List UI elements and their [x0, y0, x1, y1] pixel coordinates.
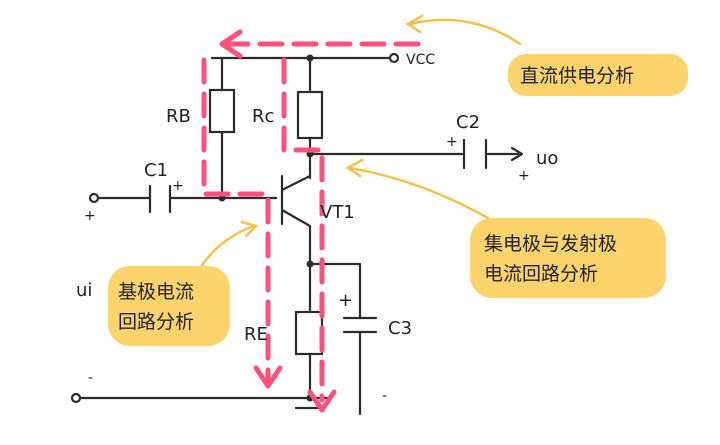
note-bubble	[508, 54, 688, 96]
base-feed-path	[201, 57, 265, 197]
note-bubble	[108, 266, 230, 346]
label-uo-plus: +	[518, 168, 530, 184]
label-c1: C1	[144, 160, 168, 181]
note-ce-loop-line2: 电流回路分析	[484, 263, 598, 285]
leader-line	[198, 224, 256, 270]
junction-dot	[306, 260, 314, 268]
component-labels: VCC RB Rc C1 + C2 + uo + VT1 + ui + C3 R…	[76, 52, 558, 404]
note-base-loop: 基极电流 回路分析	[108, 220, 259, 346]
resistor-rb	[208, 88, 236, 134]
label-c3-minus: -	[382, 388, 387, 404]
transistor-collector	[280, 174, 312, 192]
label-c2-plus: +	[446, 134, 458, 150]
note-dc-supply: 直流供电分析	[405, 14, 688, 96]
label-uo: uo	[536, 148, 558, 169]
leader-arrow-icon	[345, 158, 364, 178]
label-c3: C3	[388, 318, 412, 339]
leader-arrow-icon	[405, 14, 424, 34]
leader-line	[348, 166, 490, 220]
components	[70, 52, 524, 404]
note-bubble	[470, 218, 666, 298]
label-vcc: VCC	[406, 52, 435, 68]
dc-supply-arrow-icon	[219, 29, 243, 59]
label-vt1: VT1	[320, 202, 355, 223]
ground-terminal	[70, 392, 82, 404]
label-c1-plus: +	[172, 178, 184, 194]
label-rb: RB	[166, 106, 191, 127]
note-ce-loop: 集电极与发射极 电流回路分析	[345, 158, 666, 298]
label-c3-plus: +	[338, 290, 353, 311]
label-input-plus: +	[84, 208, 96, 224]
junction-dot	[306, 54, 314, 62]
current-paths	[201, 29, 421, 413]
ce-loop-path	[281, 57, 325, 403]
label-re: RE	[244, 324, 268, 345]
c3-top-wire	[308, 262, 362, 320]
ce-loop-arrow-icon	[307, 389, 337, 413]
label-ground-minus: -	[88, 370, 93, 386]
note-ce-loop-line1: 集电极与发射极	[484, 233, 617, 255]
label-rc: Rc	[252, 106, 274, 127]
resistor-rc	[296, 90, 324, 140]
transistor-emitter	[280, 208, 312, 228]
base-loop-arrow-icon	[253, 365, 283, 389]
note-dc-supply-text: 直流供电分析	[520, 65, 634, 87]
uo-arrow-icon	[510, 146, 524, 162]
note-base-loop-line1: 基极电流	[118, 281, 194, 303]
resistor-re	[294, 310, 324, 356]
leader-line	[408, 18, 522, 46]
label-ui: ui	[76, 280, 92, 301]
label-c2: C2	[456, 112, 480, 133]
leader-arrow-icon	[240, 220, 259, 238]
note-base-loop-line2: 回路分析	[118, 311, 194, 333]
wires	[78, 56, 520, 416]
vcc-terminal	[388, 52, 400, 64]
input-terminal	[88, 192, 100, 204]
